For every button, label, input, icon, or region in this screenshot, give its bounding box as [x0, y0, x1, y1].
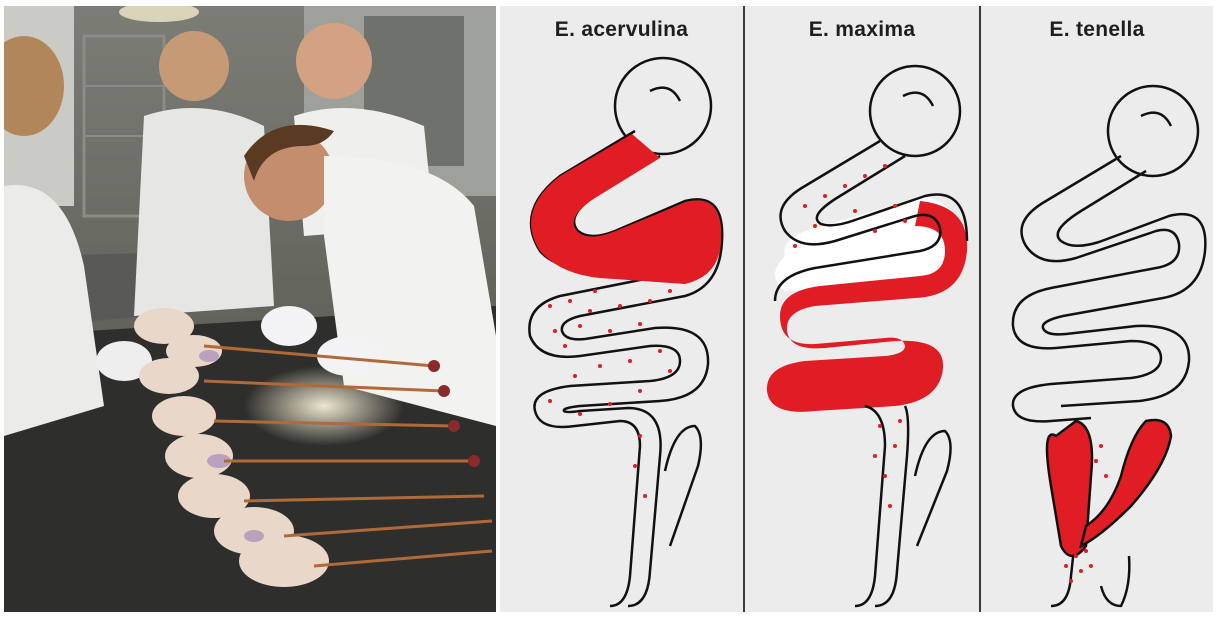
- panel-e-tenella: E. tenella: [981, 6, 1213, 612]
- panel-e-maxima: E. maxima: [745, 6, 979, 612]
- lab-necropsy-photo: [4, 6, 496, 612]
- intestine-diagram-e-acervulina: [500, 6, 743, 612]
- intestine-diagram-e-maxima: [745, 6, 979, 612]
- intestine-diagram-e-tenella: [981, 6, 1213, 612]
- panel-e-acervulina: E. acervulina: [500, 6, 743, 612]
